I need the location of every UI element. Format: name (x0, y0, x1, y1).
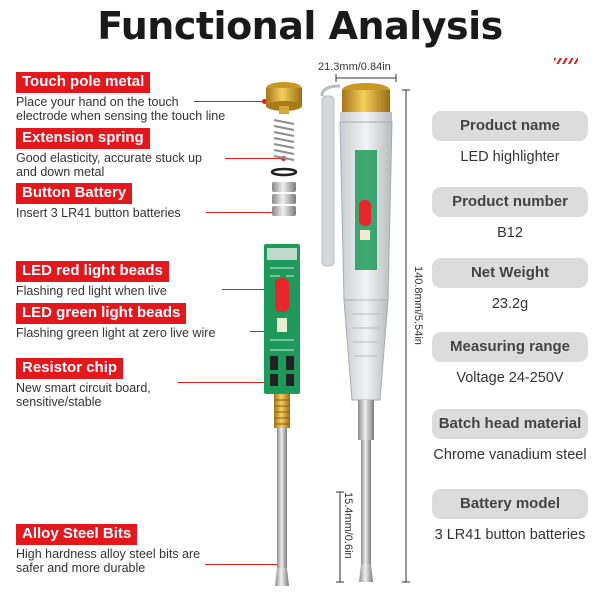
screw-thread-icon (274, 394, 290, 428)
component-label: LED green light beads (16, 303, 187, 324)
component-label: Alloy Steel Bits (16, 524, 138, 545)
spec-heading: Measuring range (432, 332, 588, 362)
spec-battery-model: Battery model 3 LR41 button batteries (432, 489, 588, 543)
component-label: Button Battery (16, 183, 133, 204)
width-dimension-label: 21.3mm/0.84in (318, 61, 391, 73)
spring-icon (273, 119, 295, 161)
component-label: LED red light beads (16, 261, 169, 282)
spec-batch-head-material: Batch head material Chrome vanadium stee… (432, 409, 588, 463)
leader-line (222, 287, 285, 292)
leader-line (206, 210, 279, 215)
component-led-red: LED red light beads Flashing red light w… (16, 261, 169, 298)
component-alloy-steel-bits: Alloy Steel Bits High hardness alloy ste… (16, 524, 200, 575)
component-desc: Insert 3 LR41 button batteries (16, 206, 181, 220)
spec-product-number: Product number B12 (432, 187, 588, 241)
leader-line (178, 380, 271, 385)
component-desc: safer and more durable (16, 561, 146, 575)
component-desc: electrode when sensing the touch line (16, 109, 226, 123)
component-label: Touch pole metal (16, 72, 151, 93)
ring-icon (270, 167, 298, 177)
component-resistor-chip: Resistor chip New smart circuit board, s… (16, 358, 151, 409)
leader-line (225, 156, 286, 161)
component-desc: Good elasticity, accurate stuck up (16, 151, 202, 165)
length-dimension-label: 140.8mm/5.54in (412, 266, 424, 345)
component-button-battery: Button Battery Insert 3 LR41 button batt… (16, 183, 181, 220)
spec-heading: Batch head material (432, 409, 588, 439)
component-desc: New smart circuit board, (16, 381, 151, 395)
page-title: Functional Analysis (97, 4, 503, 48)
component-desc: Flashing green light at zero live wire (16, 326, 216, 340)
component-touch-pole: Touch pole metal Place your hand on the … (16, 72, 225, 123)
spec-value: Chrome vanadium steel (433, 447, 587, 463)
spec-heading: Product number (432, 187, 588, 217)
touch-pole-cap-icon (266, 82, 302, 114)
component-desc: sensitive/stable (16, 395, 102, 409)
component-desc: and down metal (16, 165, 105, 179)
component-label: Extension spring (16, 128, 150, 149)
spec-product-name: Product name LED highlighter (432, 111, 588, 165)
leader-line (250, 329, 281, 334)
spec-value: Voltage 24-250V (456, 370, 564, 386)
bit-dimension-label: 15.4mm/0.6in (342, 492, 354, 559)
leader-line (194, 99, 267, 104)
component-led-green: LED green light beads Flashing green lig… (16, 303, 215, 340)
component-extension-spring: Extension spring Good elasticity, accura… (16, 128, 202, 179)
spec-heading: Product name (432, 111, 588, 141)
leader-line (205, 562, 283, 567)
spec-heading: Net Weight (432, 258, 588, 288)
component-label: Resistor chip (16, 358, 124, 379)
spec-value: 3 LR41 button batteries (434, 527, 586, 543)
spec-heading: Battery model (432, 489, 588, 519)
spec-value: LED highlighter (460, 149, 560, 165)
spec-measuring-range: Measuring range Voltage 24-250V (432, 332, 588, 386)
component-desc: High hardness alloy steel bits are (16, 547, 201, 561)
assembled-tester-icon (320, 83, 393, 582)
decorative-stripes (554, 58, 578, 64)
circuit-board-icon (264, 244, 300, 394)
component-desc: Flashing red light when live (16, 284, 167, 298)
spec-value: B12 (497, 225, 523, 241)
spec-net-weight: Net Weight 23.2g (432, 258, 588, 312)
spec-value: 23.2g (491, 296, 529, 312)
component-desc: Place your hand on the touch (16, 95, 179, 109)
